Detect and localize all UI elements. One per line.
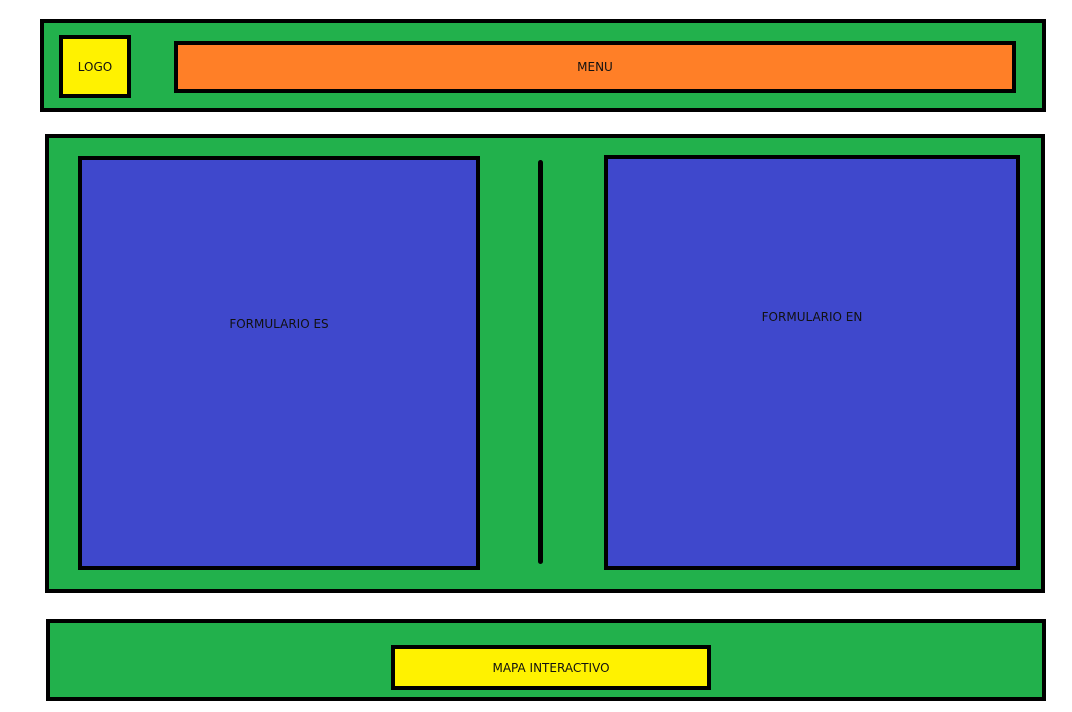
interactive-map-box[interactable]: MAPA INTERACTIVO: [391, 645, 711, 690]
map-label: MAPA INTERACTIVO: [492, 660, 610, 675]
vertical-divider: [538, 160, 543, 564]
form-en-panel[interactable]: FORMULARIO EN: [604, 155, 1020, 570]
logo-label: LOGO: [77, 59, 113, 74]
form-en-label: FORMULARIO EN: [761, 310, 863, 324]
form-es-label: FORMULARIO ES: [229, 317, 329, 331]
menu-label: MENU: [577, 60, 613, 74]
logo-box[interactable]: LOGO: [59, 35, 131, 98]
form-es-panel[interactable]: FORMULARIO ES: [78, 156, 480, 570]
menu-bar[interactable]: MENU: [174, 41, 1016, 93]
